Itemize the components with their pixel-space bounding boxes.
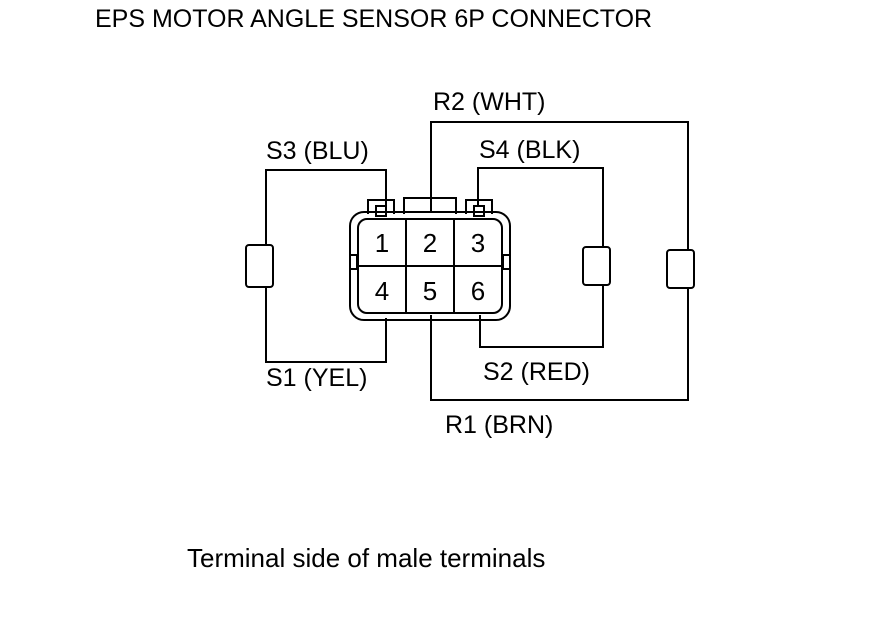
wire-label-s4: S4 (BLK) xyxy=(479,136,580,164)
pin-5-label: 5 xyxy=(423,276,437,306)
connector-body xyxy=(349,197,511,321)
diagram-caption: Terminal side of male terminals xyxy=(187,543,545,573)
wire-s3-s1-loop xyxy=(265,169,387,363)
wire-label-r2: R2 (WHT) xyxy=(433,88,545,116)
pin-1-label: 1 xyxy=(375,228,389,258)
wire-s4-s2-loop xyxy=(477,167,604,348)
wire-label-s3: S3 (BLU) xyxy=(266,137,369,165)
pin-4-label: 4 xyxy=(375,276,389,306)
coil-right xyxy=(666,249,695,289)
pin-3-label: 3 xyxy=(471,228,485,258)
wire-label-s2: S2 (RED) xyxy=(483,358,590,386)
pin-6-label: 6 xyxy=(471,276,485,306)
diagram-title: EPS MOTOR ANGLE SENSOR 6P CONNECTOR xyxy=(95,5,652,33)
pin-2-label: 2 xyxy=(423,228,437,258)
wire-r2-r1-loop xyxy=(430,121,689,401)
wire-label-r1: R1 (BRN) xyxy=(445,411,553,439)
coil-middle xyxy=(582,246,611,286)
wire-label-s1: S1 (YEL) xyxy=(266,364,367,392)
coil-left xyxy=(245,244,274,288)
